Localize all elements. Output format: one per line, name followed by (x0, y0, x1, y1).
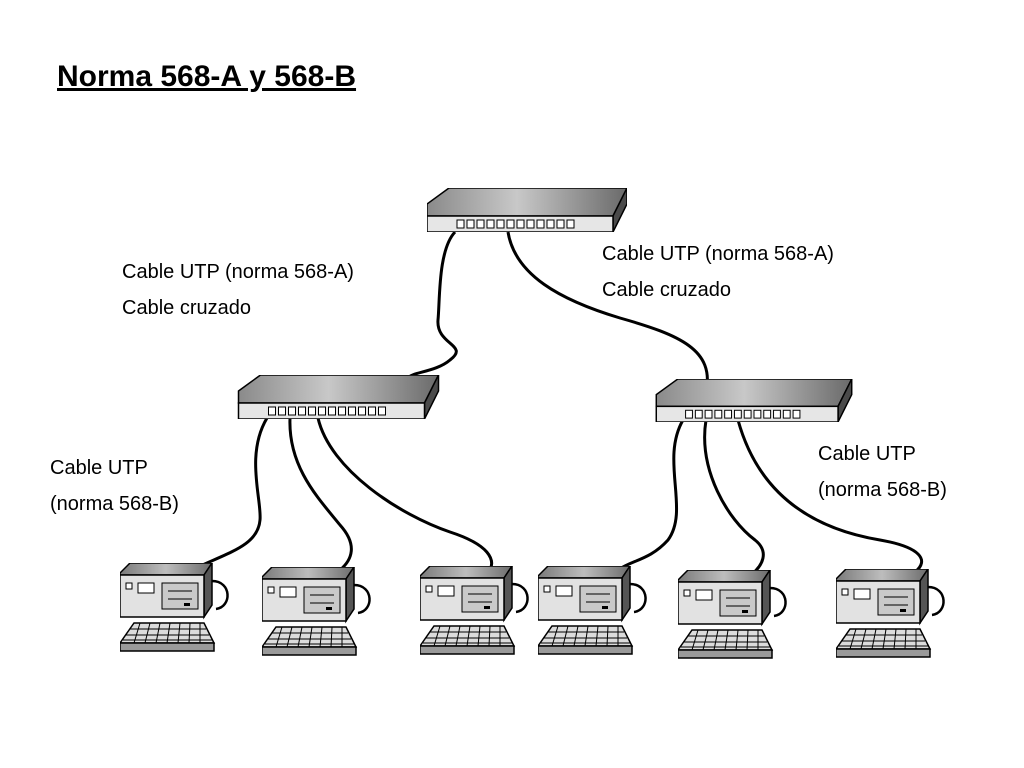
label-left-upper: Cable UTP (norma 568-A) Cable cruzado (122, 254, 354, 326)
label-right-upper: Cable UTP (norma 568-A) Cable cruzado (602, 236, 834, 308)
cable-right-switch-to-pc6 (736, 419, 923, 574)
computer-1 (120, 563, 229, 653)
cable-top-to-right-switch (506, 231, 709, 393)
label-cable-type: Cable UTP (norma 568-A) (602, 243, 834, 265)
switch-left (237, 375, 440, 419)
computer-5 (678, 570, 787, 660)
label-cable-type: Cable UTP (norma 568-A) (122, 261, 354, 283)
computer-3 (420, 566, 529, 656)
label-cable-type: Cable UTP (818, 443, 916, 465)
label-cable-standard: (norma 568-B) (50, 493, 179, 515)
computer-2 (262, 567, 371, 657)
label-cable-standard: (norma 568-B) (818, 479, 947, 501)
label-left-lower: Cable UTP (norma 568-B) (50, 450, 179, 522)
label-cable-kind: Cable cruzado (122, 297, 251, 319)
switch-top (427, 188, 627, 232)
page-title: Norma 568-A y 568-B (57, 60, 357, 93)
cable-right-switch-to-pc5 (703, 419, 765, 576)
label-cable-kind: Cable cruzado (602, 279, 731, 301)
cable-left-switch-to-pc2 (288, 417, 353, 572)
computer-4 (538, 566, 647, 656)
switch-right (655, 379, 853, 422)
label-right-lower: Cable UTP (norma 568-B) (818, 436, 947, 508)
cable-left-switch-to-pc1 (195, 417, 269, 570)
cable-right-switch-to-pc4 (617, 419, 685, 572)
computer-6 (836, 569, 945, 659)
cable-top-to-left-switch (406, 230, 458, 380)
label-cable-type: Cable UTP (50, 457, 148, 479)
cable-left-switch-to-pc3 (316, 417, 494, 571)
cables (195, 230, 923, 576)
